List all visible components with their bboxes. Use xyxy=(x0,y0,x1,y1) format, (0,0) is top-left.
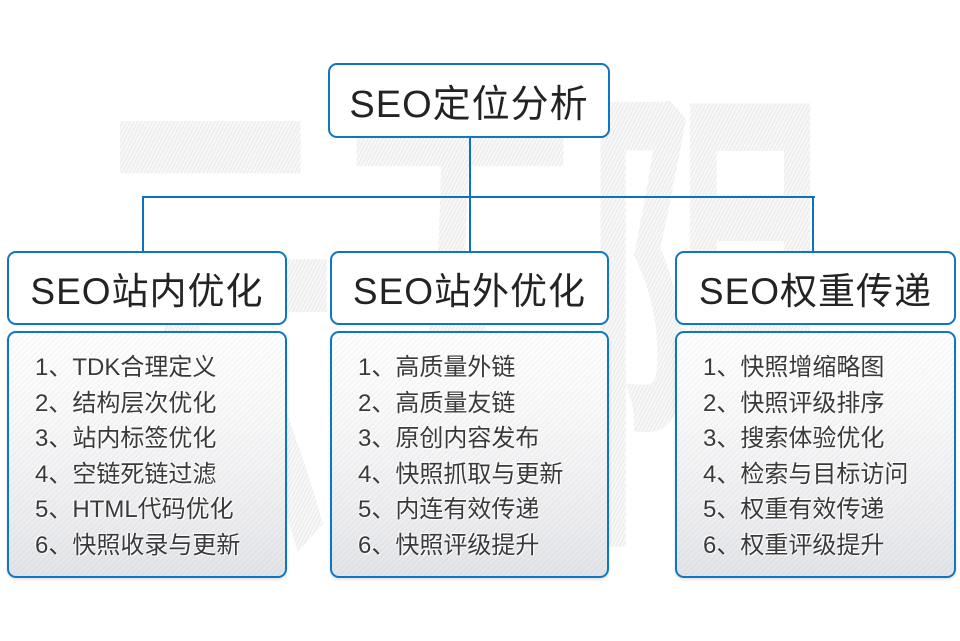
header-node-offsite: SEO站外优化 xyxy=(330,251,609,325)
header-node-weight-transfer: SEO权重传递 xyxy=(675,251,956,325)
list-item: 4、快照抓取与更新 xyxy=(358,460,564,488)
list-item: 2、结构层次优化 xyxy=(35,389,217,417)
offsite-item-list: 1、高质量外链 2、高质量友链 3、原创内容发布 4、快照抓取与更新 5、内连有… xyxy=(332,333,607,564)
list-item: 1、TDK合理定义 xyxy=(35,354,217,381)
weight-transfer-item-list: 1、快照增缩略图 2、快照评级排序 3、搜索体验优化 4、检索与目标访问 5、权… xyxy=(677,333,954,564)
list-item: 5、内连有效传递 xyxy=(358,496,540,524)
header-node-onsite-label: SEO站内优化 xyxy=(30,271,264,312)
root-node-seo-positioning: SEO定位分析 xyxy=(328,63,610,138)
list-item: 3、站内标签优化 xyxy=(35,425,217,453)
connector-root-stem xyxy=(469,138,471,196)
onsite-item-list: 1、TDK合理定义 2、结构层次优化 3、站内标签优化 4、空链死链过滤 5、H… xyxy=(9,333,285,564)
list-item: 3、原创内容发布 xyxy=(358,425,540,453)
list-item: 2、快照评级排序 xyxy=(703,389,885,417)
list-panel-onsite: 1、TDK合理定义 2、结构层次优化 3、站内标签优化 4、空链死链过滤 5、H… xyxy=(7,331,287,578)
root-node-label: SEO定位分析 xyxy=(349,84,589,126)
list-item: 1、高质量外链 xyxy=(358,354,516,381)
list-item: 4、检索与目标访问 xyxy=(703,460,909,488)
list-item: 6、权重评级提升 xyxy=(703,531,885,559)
list-panel-weight-transfer: 1、快照增缩略图 2、快照评级排序 3、搜索体验优化 4、检索与目标访问 5、权… xyxy=(675,331,956,578)
list-item: 5、权重有效传递 xyxy=(703,496,885,524)
list-item: 4、空链死链过滤 xyxy=(35,460,217,488)
list-item: 2、高质量友链 xyxy=(358,389,516,417)
connector-drop-right xyxy=(812,196,814,251)
list-item: 6、快照收录与更新 xyxy=(35,531,241,559)
list-item: 5、HTML代码优化 xyxy=(35,496,234,524)
list-panel-offsite: 1、高质量外链 2、高质量友链 3、原创内容发布 4、快照抓取与更新 5、内连有… xyxy=(330,331,609,578)
connector-horizontal xyxy=(142,196,815,198)
connector-drop-middle xyxy=(469,196,471,251)
list-item: 1、快照增缩略图 xyxy=(703,354,885,381)
header-node-weight-transfer-label: SEO权重传递 xyxy=(698,271,933,312)
list-item: 3、搜索体验优化 xyxy=(703,425,885,453)
list-item: 6、快照评级提升 xyxy=(358,531,540,559)
header-node-onsite: SEO站内优化 xyxy=(7,251,287,325)
connector-drop-left xyxy=(142,196,144,251)
header-node-offsite-label: SEO站外优化 xyxy=(352,271,587,312)
